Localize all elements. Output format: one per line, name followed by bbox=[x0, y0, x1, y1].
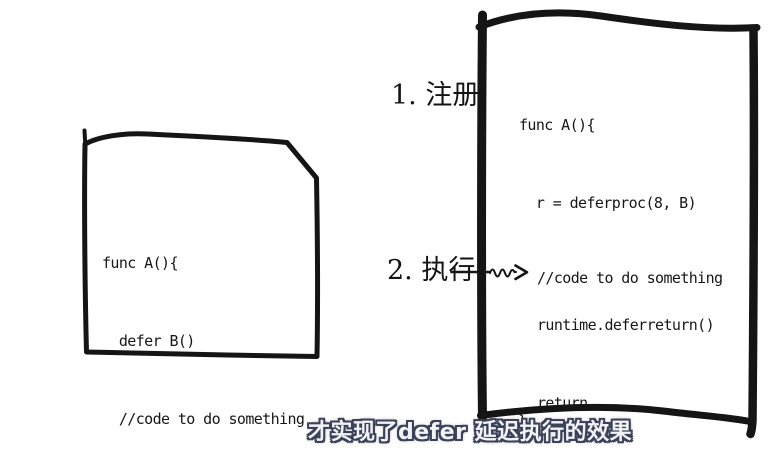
code-line: runtime.deferreturn() bbox=[537, 316, 715, 334]
video-subtitle: 才实现了defer 延迟执行的效果 bbox=[308, 420, 633, 445]
code-line: func A(){ bbox=[519, 116, 595, 134]
left-code-block: func A(){ defer B() //code to do somethi… bbox=[102, 198, 305, 458]
code-line: } bbox=[518, 412, 527, 430]
code-line: //code to do something bbox=[102, 410, 305, 428]
step2-execute-label: 2. 执行 bbox=[387, 255, 476, 286]
code-line: r = deferproc(8, B) bbox=[519, 194, 697, 212]
code-line: //code to do something bbox=[537, 269, 723, 287]
right-code-header: func A(){ r = deferproc(8, B) bbox=[519, 60, 697, 268]
right-code-comment: //code to do something bbox=[537, 213, 723, 343]
code-line: func A(){ bbox=[102, 254, 178, 272]
code-line: return bbox=[537, 394, 588, 412]
right-code-closing-brace: } bbox=[518, 356, 552, 458]
code-line: defer B() bbox=[102, 332, 195, 350]
right-code-deferreturn: runtime.deferreturn() return bbox=[537, 260, 715, 458]
step1-register-label: 1. 注册 bbox=[391, 80, 480, 111]
